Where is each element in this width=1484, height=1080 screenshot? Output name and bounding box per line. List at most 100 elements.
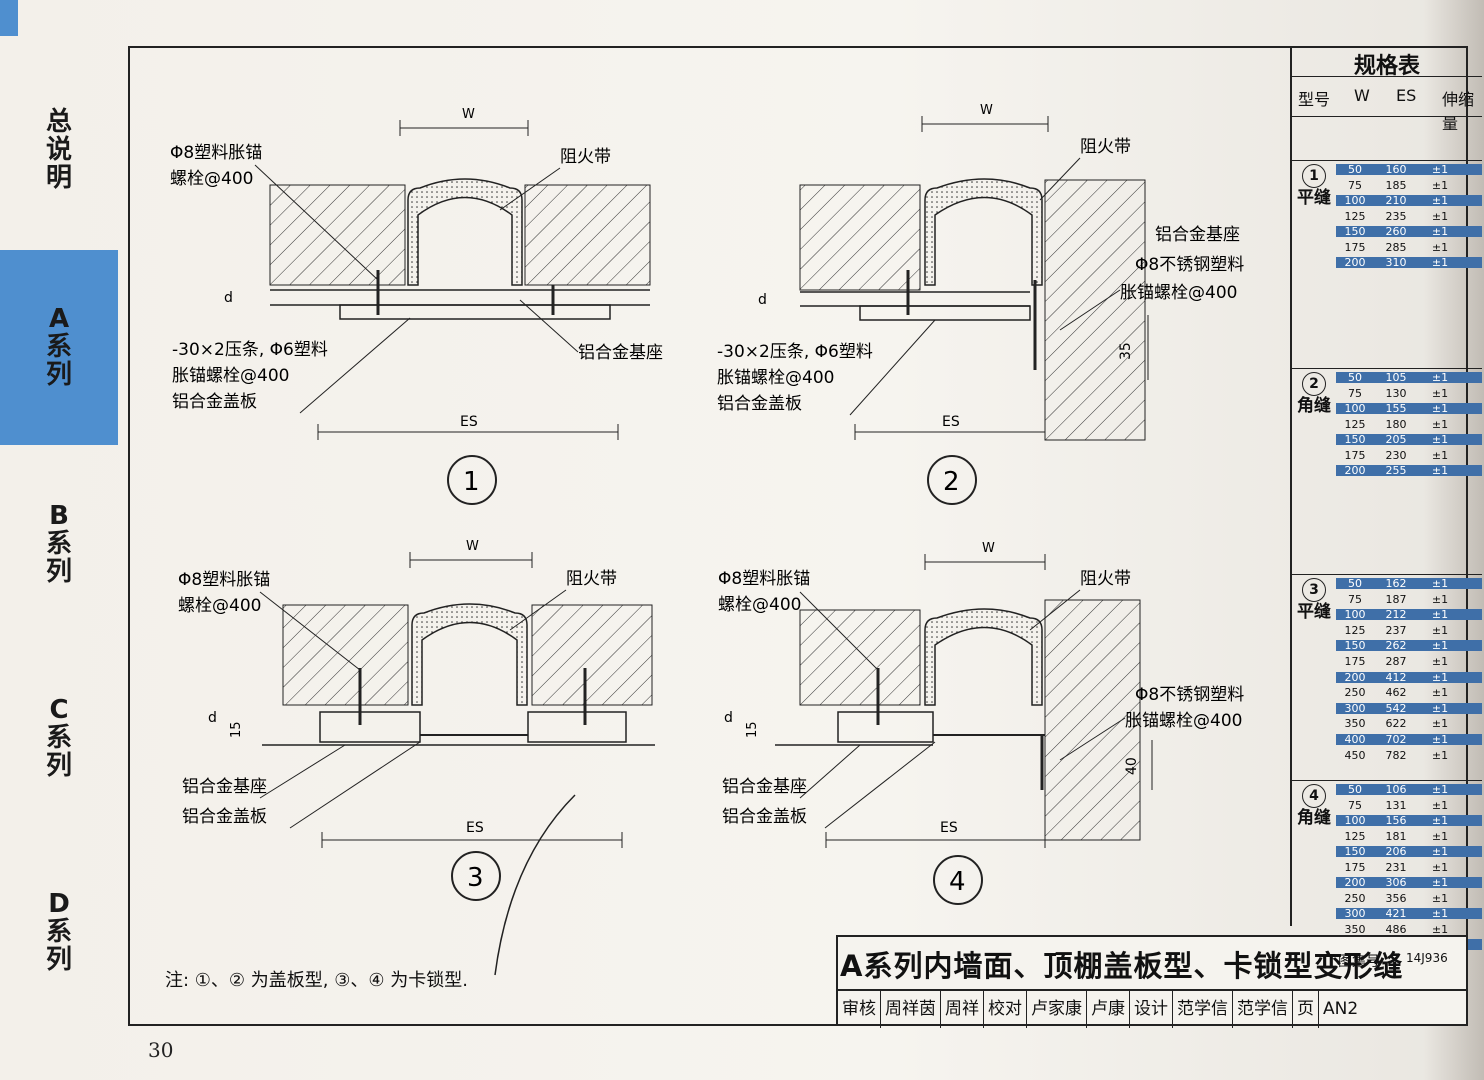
spec-cell-es: 702 (1385, 733, 1407, 746)
spec-cell-es: 262 (1385, 639, 1407, 653)
spec-cell-range: ±1 (1431, 433, 1449, 446)
tab-general-label: 总说明 (45, 107, 72, 193)
name-designer: 范学信 (1173, 991, 1233, 1028)
spec-cell-range: ±1 (1431, 876, 1449, 889)
spec-cell-range: ±1 (1431, 907, 1449, 920)
sign-designer: 范学信 (1233, 991, 1293, 1028)
spec-cell-es: 187 (1385, 592, 1407, 606)
spec-cell-range: ±1 (1431, 686, 1449, 700)
spec-cell-range: ±1 (1431, 209, 1449, 223)
name-reviewer: 周祥茵 (881, 991, 941, 1028)
drawing-frame (128, 46, 1468, 1026)
spec-cell-es: 181 (1385, 829, 1407, 843)
spec-group-number: 4 (1302, 784, 1326, 808)
d1-fire-band: 阻火带 (560, 147, 611, 167)
page-number: 30 (148, 1038, 174, 1062)
d1-es-label: ES (460, 414, 478, 430)
tab-d-series-label: D系列 (45, 889, 72, 975)
spec-cell-range: ±1 (1431, 194, 1449, 207)
spec-cell-range: ±1 (1431, 256, 1449, 269)
detail-3: W ES d 15 3 Φ8塑料胀锚 螺栓@400 阻火带 铝合金基座 铝合金盖… (178, 539, 655, 976)
d1-base: 铝合金基座 (578, 343, 663, 363)
spec-cell-range: ±1 (1431, 748, 1449, 762)
d2-strip-line2: 胀锚螺栓@400 (717, 368, 834, 388)
spec-cell-w: 150 (1344, 845, 1366, 858)
spec-cell-w: 200 (1344, 464, 1366, 477)
spec-group-number: 1 (1302, 164, 1326, 188)
tab-d-series[interactable]: D系列 (0, 840, 118, 1040)
spec-cell-es: 285 (1385, 240, 1407, 254)
spec-cell-w: 50 (1348, 783, 1362, 796)
spec-cell-w: 200 (1344, 670, 1366, 684)
spec-cell-w: 175 (1344, 860, 1366, 874)
spec-cell-es: 162 (1385, 577, 1407, 590)
d2-fire-band: 阻火带 (1080, 137, 1131, 157)
spec-cell-es: 231 (1385, 860, 1407, 874)
spec-divider (1292, 76, 1482, 77)
spec-cell-w: 50 (1348, 577, 1362, 590)
spec-cell-w: 125 (1344, 829, 1366, 843)
d4-number: 4 (949, 867, 966, 897)
tab-c-series[interactable]: C系列 (0, 640, 118, 840)
detail-1: W ES d 1 Φ8塑料胀锚 螺栓@400 阻火带 -30×2压条, Φ6塑料… (170, 107, 663, 505)
d1-anchor-line1: Φ8塑料胀锚 (170, 143, 262, 163)
spec-cell-w: 125 (1344, 417, 1366, 431)
role-review: 审核 (838, 991, 881, 1028)
spec-cell-es: 185 (1385, 178, 1407, 192)
spec-cell-w: 100 (1344, 402, 1366, 415)
spec-cell-es: 542 (1385, 701, 1407, 715)
d2-cover: 铝合金盖板 (717, 394, 802, 414)
spec-cell-range: ±1 (1431, 655, 1449, 668)
spec-cell-es: 486 (1385, 922, 1407, 936)
detail-2: W ES d 35 2 阻火带 铝合金基座 Φ8不锈钢塑料 胀锚螺栓@400 -… (717, 103, 1244, 505)
title-block: A系列内墙面、顶棚盖板型、卡锁型变形缝 图集号 14J936 审核 周祥茵 周祥… (836, 935, 1468, 1028)
spec-cell-w: 150 (1344, 225, 1366, 238)
d1-number-circle (447, 455, 497, 505)
detail-4: W ES d 15 40 4 Φ8塑料胀锚 螺栓@400 阻火带 Φ8不锈钢塑料… (718, 541, 1244, 905)
tab-c-series-label: C系列 (45, 695, 72, 781)
d2-base: 铝合金基座 (1155, 225, 1240, 245)
tab-b-series-label: B系列 (45, 501, 72, 587)
tab-b-series[interactable]: B系列 (0, 450, 118, 640)
spec-cell-es: 356 (1385, 891, 1407, 905)
tab-general[interactable]: 总说明 (0, 36, 118, 236)
spec-cell-es: 106 (1385, 783, 1407, 796)
spec-header-es: ES (1396, 86, 1417, 105)
page-label: 页 (1293, 991, 1319, 1028)
spec-cell-es: 237 (1385, 623, 1407, 637)
tab-a-series[interactable]: A系列 (0, 250, 118, 445)
spec-cell-es: 255 (1385, 464, 1407, 477)
spec-cell-range: ±1 (1431, 922, 1449, 936)
spec-header-range: 伸缩量 (1442, 90, 1475, 133)
d2-dim-35: 35 (1118, 342, 1134, 360)
d4-dim-40: 40 (1124, 757, 1140, 775)
atlas-code-value: 14J936 (1406, 951, 1448, 965)
d3-anchor-line2: 螺栓@400 (178, 596, 261, 616)
tab-strip (0, 0, 18, 36)
spec-cell-es: 412 (1385, 670, 1407, 684)
spec-cell-range: ±1 (1431, 733, 1449, 746)
d2-number-circle (927, 455, 977, 505)
spec-cell-es: 130 (1385, 386, 1407, 400)
d4-number-circle (933, 855, 983, 905)
d4-w-label: W (982, 541, 995, 556)
d3-fire-band: 阻火带 (566, 569, 617, 589)
d3-anchor-line1: Φ8塑料胀锚 (178, 570, 270, 590)
d2-strip-line1: -30×2压条, Φ6塑料 (717, 342, 873, 362)
spec-cell-w: 300 (1344, 907, 1366, 920)
